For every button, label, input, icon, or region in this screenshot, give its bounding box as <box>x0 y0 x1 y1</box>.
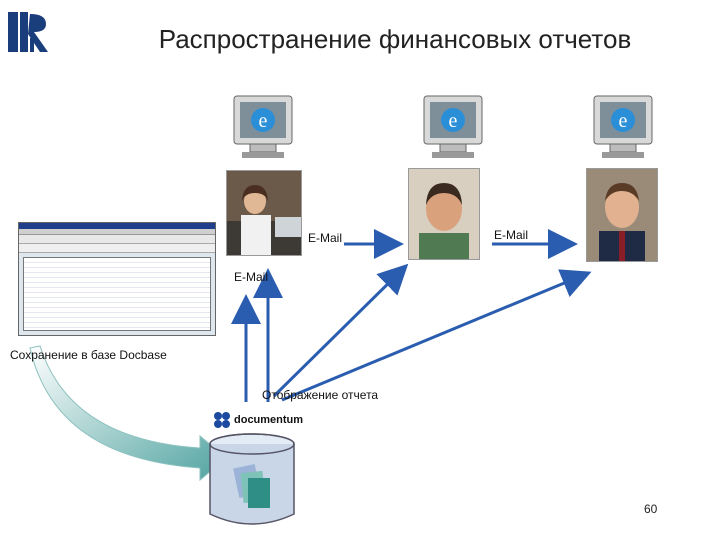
svg-text:e: e <box>449 110 458 132</box>
person-photo-man <box>408 168 480 260</box>
page-number: 60 <box>644 502 658 516</box>
person-photo-woman <box>226 170 302 256</box>
monitor-icon: e <box>232 94 294 164</box>
svg-text:e: e <box>619 110 628 132</box>
email-label-3: E-Mail <box>234 270 269 284</box>
documentum-text: documentum <box>234 414 304 426</box>
database-cylinder-icon <box>206 432 298 528</box>
person-photo-man-2 <box>586 168 658 262</box>
email-label-1: E-Mail <box>308 231 343 245</box>
save-to-docbase-label: Сохранение в базе Docbase <box>10 348 167 362</box>
arrow-diagonal-1 <box>272 263 409 398</box>
monitor-icon: e <box>422 94 484 164</box>
arrow-diagonal-2 <box>281 269 592 402</box>
documentum-logo: documentum <box>212 410 303 432</box>
documentum-dots-icon <box>214 412 230 428</box>
financial-report-screenshot <box>18 222 216 336</box>
email-label-2: E-Mail <box>494 228 529 242</box>
save-arrow <box>29 345 227 482</box>
monitor-icon: e <box>592 94 654 164</box>
slide-title: Распространение финансовых отчетов <box>158 24 632 54</box>
university-logo-icon <box>6 8 52 56</box>
svg-text:e: e <box>259 110 268 132</box>
report-display-label: Отображение отчета <box>262 388 379 402</box>
